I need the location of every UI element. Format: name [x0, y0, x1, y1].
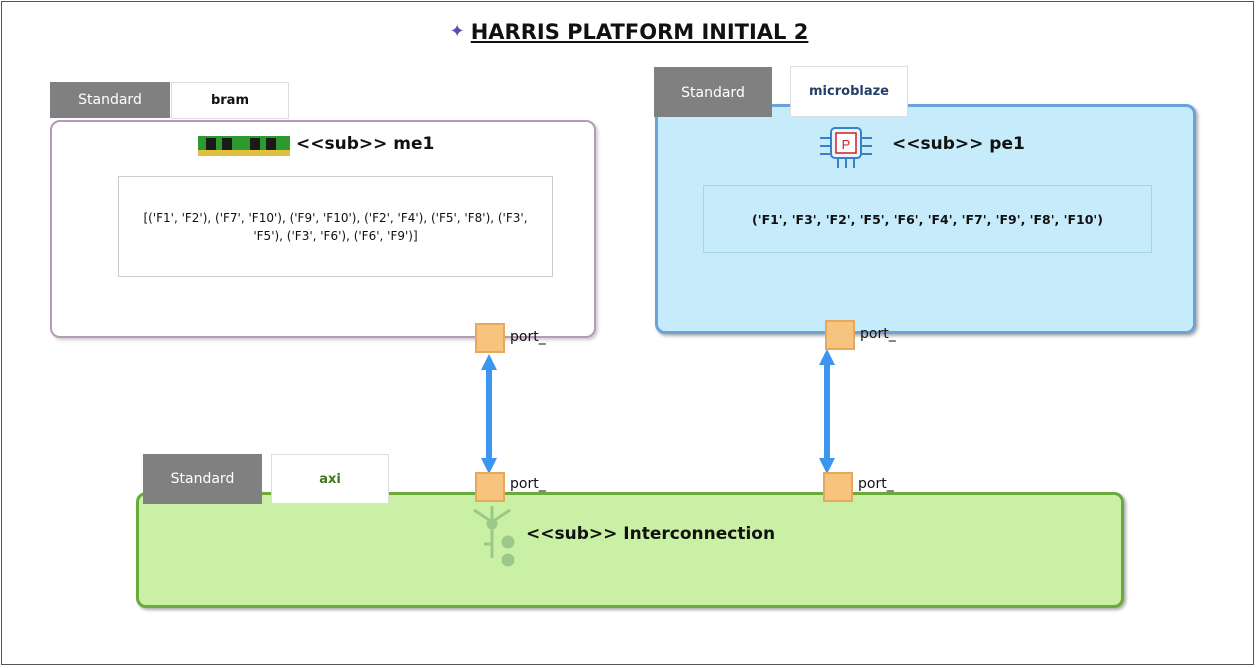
processor-category-tab[interactable]: Standard [654, 67, 772, 117]
interconnect-port-left[interactable] [475, 472, 505, 502]
processor-port-label: port_ [860, 326, 896, 342]
processor-type-tab[interactable]: microblaze [790, 66, 908, 117]
star-icon: ✦ [449, 21, 465, 42]
connector-memory-interconnect[interactable] [474, 350, 504, 480]
interconnect-type-tab[interactable]: axi [271, 454, 389, 504]
interconnect-category-tab[interactable]: Standard [143, 454, 262, 504]
interconnect-port-right[interactable] [823, 472, 853, 502]
memory-chip-icon [198, 136, 290, 156]
interconnect-port-left-label: port_ [510, 476, 546, 492]
interconnect-label: <<sub>> Interconnection [526, 524, 776, 544]
interconnect-icon [473, 506, 515, 567]
memory-port-label: port_ [510, 329, 546, 345]
svg-text:P: P [842, 137, 851, 152]
memory-category-tab[interactable]: Standard [50, 82, 170, 118]
connector-processor-interconnect[interactable] [812, 345, 842, 480]
memory-label: <<sub>> me1 [296, 134, 435, 154]
processor-port[interactable] [825, 320, 855, 350]
memory-port[interactable] [475, 323, 505, 353]
interconnect-component[interactable] [136, 492, 1124, 608]
memory-type-tab[interactable]: bram [171, 82, 289, 119]
processor-label: <<sub>> pe1 [892, 134, 1025, 154]
interconnect-port-right-label: port_ [858, 476, 894, 492]
processor-content: ('F1', 'F3', 'F2', 'F5', 'F6', 'F4', 'F7… [703, 185, 1152, 253]
processor-chip-icon: P [820, 127, 872, 168]
memory-content: [('F1', 'F2'), ('F7', 'F10'), ('F9', 'F1… [118, 176, 553, 277]
diagram-title: ✦HARRIS PLATFORM INITIAL 2 [449, 20, 809, 44]
